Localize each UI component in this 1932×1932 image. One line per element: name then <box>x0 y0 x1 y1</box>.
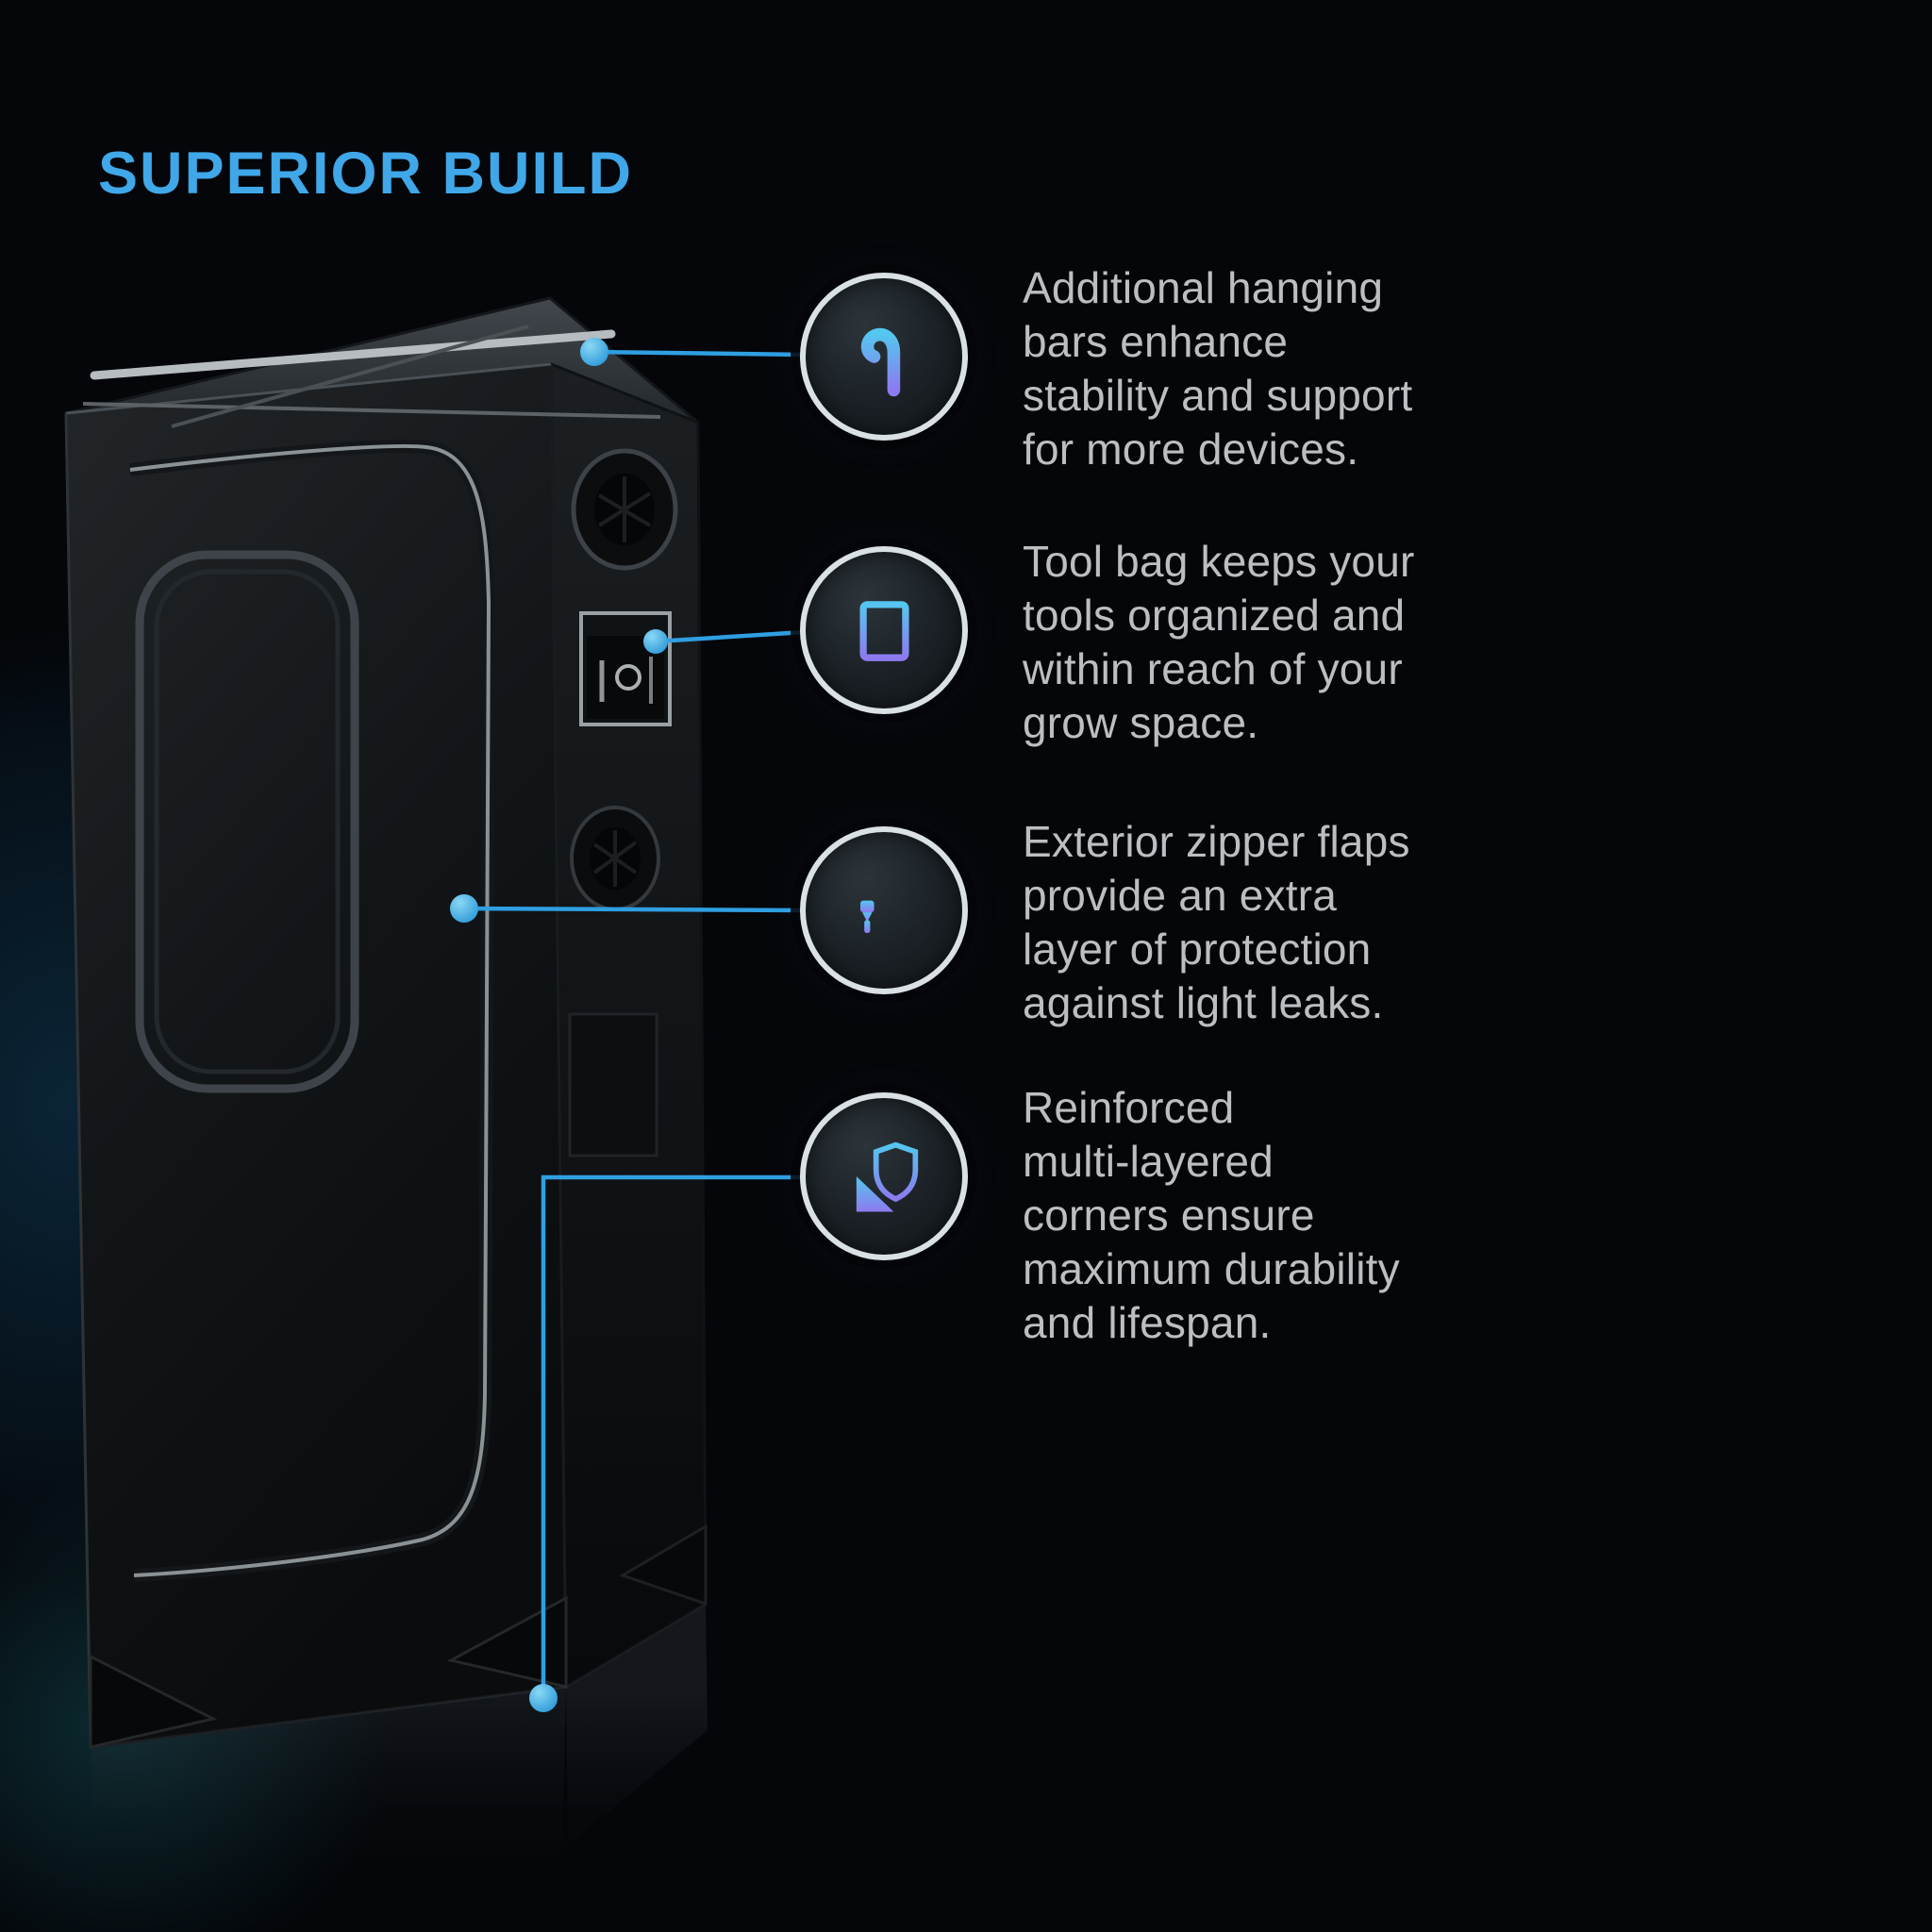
callout-reinforced-corners: Reinforced multi-layered corners ensure … <box>800 1083 1532 1350</box>
door-window-outline-outer <box>135 550 359 1093</box>
duct-port-bottom-creases <box>592 830 638 887</box>
duct-port-bottom <box>570 806 660 911</box>
callout-text-hanging-bars: Additional hanging bars enhance stabilit… <box>1023 263 1413 475</box>
callout-text-tool-bag: Tool bag keeps your tools organized and … <box>1023 537 1415 748</box>
bag-outline <box>859 601 909 661</box>
reflection-front <box>91 1687 566 1902</box>
tent-door <box>129 440 496 1582</box>
tent-side-features <box>568 448 678 1158</box>
hook-shape <box>860 327 901 397</box>
shield-outline <box>873 1141 919 1203</box>
duct-port-top <box>571 448 678 571</box>
tent-roof-bars <box>82 325 661 428</box>
page-title: SUPERIOR BUILD <box>98 141 634 208</box>
corner-triangle <box>856 1176 894 1212</box>
roof-cross-bar-2 <box>171 325 529 428</box>
zipper-slider-taper <box>862 912 873 923</box>
tool-bag-icon <box>800 546 968 714</box>
side-vent-window <box>568 1012 658 1158</box>
hook-icon <box>800 273 968 441</box>
hanging-bar <box>90 329 616 380</box>
tool-bag-glyph <box>859 601 909 661</box>
tent-left-edge <box>64 412 92 1748</box>
duct-port-top-creases <box>597 476 652 542</box>
zipper-slider-body <box>860 900 874 913</box>
callout-hanging-bars: Additional hanging bars enhance stabilit… <box>800 263 1532 476</box>
door-zipper-line <box>129 444 491 1577</box>
shield-corner-glyph <box>856 1141 919 1212</box>
tool-bag-pocket <box>579 611 672 726</box>
corner-patch-front-left <box>89 1654 218 1749</box>
door-window-outline-inner <box>154 569 341 1074</box>
zipper-glyph <box>860 875 909 948</box>
shield-corner-icon <box>800 1092 968 1260</box>
zipper-pull <box>864 920 871 933</box>
grow-tent-illustration <box>64 296 708 1902</box>
tool-reel <box>615 664 641 691</box>
zipper-icon <box>800 826 968 994</box>
callout-zipper-flaps: Exterior zipper flaps provide an extra l… <box>800 817 1532 1030</box>
roof-cross-bar-1 <box>82 402 661 419</box>
callout-text-reinforced-corners: Reinforced multi-layered corners ensure … <box>1023 1083 1400 1348</box>
hook-glyph <box>860 327 901 397</box>
callout-tool-bag: Tool bag keeps your tools organized and … <box>800 537 1532 750</box>
callout-text-zipper-flaps: Exterior zipper flaps provide an extra l… <box>1023 817 1410 1028</box>
